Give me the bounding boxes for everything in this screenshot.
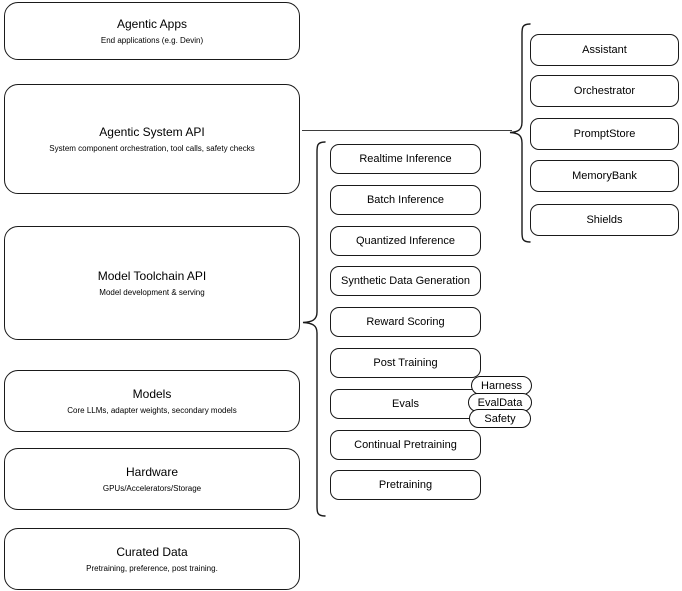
tag-label: EvalData xyxy=(477,396,523,409)
brace-system-components xyxy=(509,23,531,243)
layer-hardware[interactable]: Hardware GPUs/Accelerators/Storage xyxy=(4,448,300,510)
component-label: Shields xyxy=(586,213,623,226)
layer-agentic-apps[interactable]: Agentic Apps End applications (e.g. Devi… xyxy=(4,2,300,60)
system-component-memorybank[interactable]: MemoryBank xyxy=(530,160,679,192)
component-label: Evals xyxy=(392,397,419,410)
toolchain-component-batch-inference[interactable]: Batch Inference xyxy=(330,185,481,215)
layer-title: Hardware xyxy=(125,464,179,479)
component-label: PromptStore xyxy=(573,127,636,140)
tag-label: Safety xyxy=(484,412,516,425)
evals-tag-safety[interactable]: Safety xyxy=(469,409,531,428)
component-label: MemoryBank xyxy=(572,169,637,182)
layer-models[interactable]: Models Core LLMs, adapter weights, secon… xyxy=(4,370,300,432)
toolchain-component-continual-pretraining[interactable]: Continual Pretraining xyxy=(330,430,481,460)
layer-title: Curated Data xyxy=(116,544,188,559)
layer-subtitle: System component orchestration, tool cal… xyxy=(49,143,255,153)
layer-title: Agentic Apps xyxy=(116,16,188,31)
system-component-promptstore[interactable]: PromptStore xyxy=(530,118,679,150)
component-label: Assistant xyxy=(582,43,627,56)
layer-subtitle: GPUs/Accelerators/Storage xyxy=(102,483,202,493)
component-label: Post Training xyxy=(373,356,438,369)
component-label: Quantized Inference xyxy=(355,234,456,247)
toolchain-component-reward-scoring[interactable]: Reward Scoring xyxy=(330,307,481,337)
system-component-shields[interactable]: Shields xyxy=(530,204,679,236)
tag-label: Harness xyxy=(481,379,522,392)
toolchain-component-post-training[interactable]: Post Training xyxy=(330,348,481,378)
layer-subtitle: End applications (e.g. Devin) xyxy=(100,35,204,45)
component-label: Orchestrator xyxy=(573,84,636,97)
system-component-orchestrator[interactable]: Orchestrator xyxy=(530,75,679,107)
system-component-assistant[interactable]: Assistant xyxy=(530,34,679,66)
layer-title: Models xyxy=(132,386,172,401)
layer-subtitle: Pretraining, preference, post training. xyxy=(86,563,218,573)
evals-tag-evaldata[interactable]: EvalData xyxy=(468,393,532,412)
component-label: Batch Inference xyxy=(366,193,445,206)
brace-toolchain-components xyxy=(302,141,326,517)
connector-system-api-to-components xyxy=(302,130,512,132)
toolchain-component-realtime-inference[interactable]: Realtime Inference xyxy=(330,144,481,174)
toolchain-component-pretraining[interactable]: Pretraining xyxy=(330,470,481,500)
layer-subtitle: Core LLMs, adapter weights, secondary mo… xyxy=(67,405,237,415)
component-label: Continual Pretraining xyxy=(354,438,457,451)
component-label: Realtime Inference xyxy=(359,152,452,165)
layer-title: Model Toolchain API xyxy=(97,268,207,283)
toolchain-component-quantized-inference[interactable]: Quantized Inference xyxy=(330,226,481,256)
component-label: Synthetic Data Generation xyxy=(340,274,471,287)
layer-model-toolchain-api[interactable]: Model Toolchain API Model development & … xyxy=(4,226,300,340)
layer-agentic-system-api[interactable]: Agentic System API System component orch… xyxy=(4,84,300,194)
toolchain-component-synthetic-data-generation[interactable]: Synthetic Data Generation xyxy=(330,266,481,296)
toolchain-component-evals[interactable]: Evals xyxy=(330,389,481,419)
layer-curated-data[interactable]: Curated Data Pretraining, preference, po… xyxy=(4,528,300,590)
layer-subtitle: Model development & serving xyxy=(99,287,205,297)
component-label: Pretraining xyxy=(378,478,433,491)
component-label: Reward Scoring xyxy=(366,315,445,328)
layer-title: Agentic System API xyxy=(99,124,205,139)
